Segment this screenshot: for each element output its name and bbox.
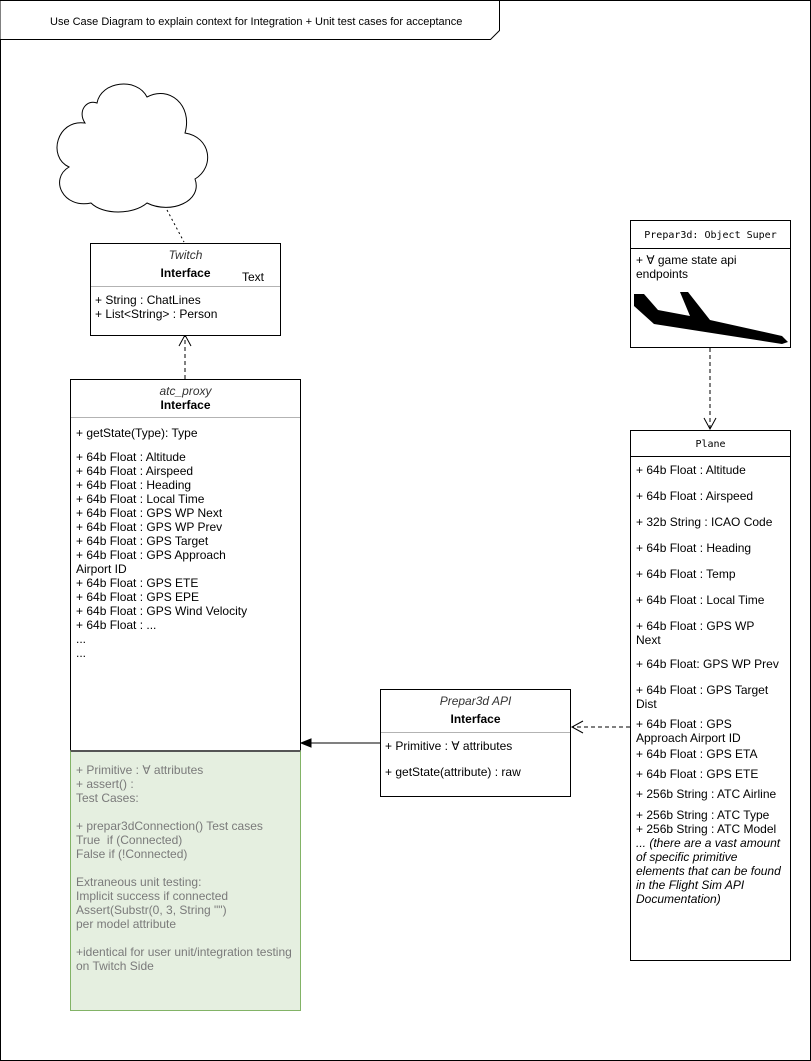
plane-attr-3: + 64b Float : Heading <box>636 541 752 555</box>
atc-attr-5: + 64b Float : GPS WP Prev <box>76 520 223 534</box>
test-line-9: per model attribute <box>76 917 177 931</box>
plane-attr-15: + 256b String : ATC Airline <box>636 787 777 801</box>
plane-attr-5: + 64b Float : Local Time <box>636 593 765 607</box>
test-cases-section[interactable] <box>70 750 301 1011</box>
prepar3d-api-attr-0: + Primitive : ∀ attributes <box>385 739 513 753</box>
plane-attr-13: + 64b Float : GPS ETA <box>636 747 758 761</box>
plane-attr-1: + 64b Float : Airspeed <box>636 489 754 503</box>
plane-attr-4: + 64b Float : Temp <box>636 567 736 581</box>
plane-attr-7: Next <box>636 633 661 647</box>
prepar3d-api-attr-1: + getState(attribute) : raw <box>385 765 521 779</box>
test-line-2: Test Cases: <box>76 791 139 805</box>
plane-attr-16: + 256b String : ATC Type <box>636 808 770 822</box>
test-line-3: + prepar3dConnection() Test cases <box>76 819 263 833</box>
test-line-6: Extraneous unit testing: <box>76 875 202 889</box>
prepar3d-api-interface-box[interactable] <box>380 689 571 797</box>
test-line-5: False if (!Connected) <box>76 847 188 861</box>
plane-attr-2: + 32b String : ICAO Code <box>636 515 773 529</box>
twitch-extra-text: Text <box>242 270 265 284</box>
plane-attr-0: + 64b Float : Altitude <box>636 463 746 477</box>
twitch-stereotype: Twitch <box>168 248 203 262</box>
atc-attr-7: + 64b Float : GPS Approach <box>76 548 226 562</box>
atc-attr-10: + 64b Float : GPS EPE <box>76 590 200 604</box>
plane-note: ... (there are a vast amount of specific… <box>636 836 781 906</box>
test-line-4: True if (Connected) <box>76 833 183 847</box>
plane-to-api-arrowhead <box>570 720 584 734</box>
test-line-7: Implicit success if connected <box>76 889 229 903</box>
plane-attr-12: Approach Airport ID <box>636 731 741 745</box>
twitch-name: Interface <box>160 266 211 280</box>
prepar3d-api-name: Interface <box>450 712 501 726</box>
atc-proxy-stereotype: atc_proxy <box>159 384 212 398</box>
atc-attr-12: + 64b Float : ... <box>76 618 157 632</box>
test-line-11: on Twitch Side <box>76 959 154 973</box>
prepar3d-api-separator <box>381 732 570 733</box>
plane-separator <box>631 456 790 457</box>
prepar3d-api-stereotype: Prepar3d API <box>439 694 512 708</box>
frame-title-tab <box>0 0 500 40</box>
atc-attr-14: ... <box>76 646 87 660</box>
twitch-separator <box>91 286 280 287</box>
prepar3d-super-title: Prepar3d: Object Super <box>644 230 777 241</box>
atc-attr-0: + 64b Float : Altitude <box>76 450 186 464</box>
airplane-icon <box>634 292 788 344</box>
test-line-10: +identical for user unit/integration tes… <box>76 945 292 959</box>
twitch-attr-1: + List<String> : Person <box>95 307 218 321</box>
atc-proxy-separator <box>71 417 300 418</box>
cloud-link-line <box>166 209 185 243</box>
frame-title: Use Case Diagram to explain context for … <box>50 16 463 28</box>
atc-attr-9: + 64b Float : GPS ETE <box>76 576 199 590</box>
plane-title: Plane <box>695 439 726 450</box>
atc-attr-11: + 64b Float : GPS Wind Velocity <box>76 604 248 618</box>
cloud-shape <box>56 83 209 213</box>
prepar3d-super-attr-0: + ∀ game state api <box>636 253 737 267</box>
plane-attr-10: Dist <box>636 697 657 711</box>
plane-attr-11: + 64b Float : GPS <box>636 717 732 731</box>
atc-attr-6: + 64b Float : GPS Target <box>76 534 209 548</box>
test-line-8: Assert(Substr(0, 3, String "") <box>76 903 227 917</box>
prepar3d-super-separator <box>631 248 790 249</box>
plane-attr-14: + 64b Float : GPS ETE <box>636 767 759 781</box>
atc-proxy-method: + getState(Type): Type <box>76 426 198 440</box>
plane-attr-9: + 64b Float : GPS Target <box>636 683 769 697</box>
prepar3d-super-attr-1: endpoints <box>636 267 689 281</box>
api-to-atc-arrowhead <box>299 738 312 748</box>
twitch-attr-0: + String : ChatLines <box>95 293 201 307</box>
plane-box[interactable] <box>630 430 791 961</box>
atc-attr-4: + 64b Float : GPS WP Next <box>76 506 223 520</box>
test-line-1: + assert() : <box>76 777 134 791</box>
atc-attr-2: + 64b Float : Heading <box>76 478 192 492</box>
twitch-interface-box[interactable] <box>90 243 281 336</box>
plane-attr-6: + 64b Float : GPS WP <box>636 619 755 633</box>
atc-attr-8: Airport ID <box>76 562 127 576</box>
plane-attr-8: + 64b Float: GPS WP Prev <box>636 657 779 671</box>
atc-attr-1: + 64b Float : Airspeed <box>76 464 194 478</box>
plane-attr-17: + 256b String : ATC Model <box>636 822 777 836</box>
atc-attr-3: + 64b Float : Local Time <box>76 492 205 506</box>
atc-proxy-name: Interface <box>160 398 211 412</box>
atc-attr-13: ... <box>76 632 87 646</box>
super-to-plane-arrowhead <box>703 417 717 431</box>
test-line-0: + Primitive : ∀ attributes <box>76 763 204 777</box>
